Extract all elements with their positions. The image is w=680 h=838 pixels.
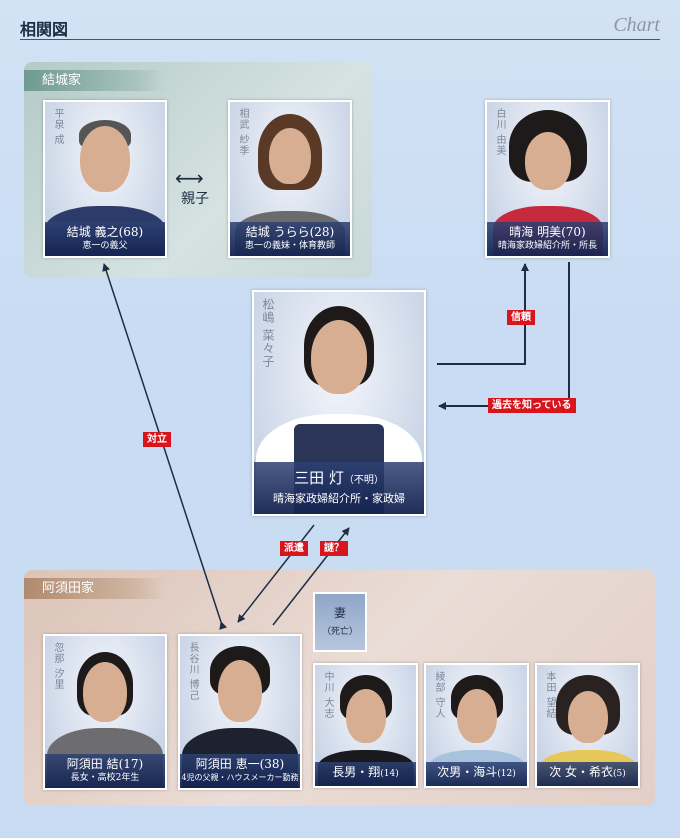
shinrai-tag: 信頼: [507, 310, 535, 325]
character-card-kaito[interactable]: 綾部 守人 次男・海斗(12): [424, 663, 529, 788]
caption: 三田 灯（不明） 晴海家政婦紹介所・家政婦: [254, 462, 424, 514]
double-arrow-icon: ⟷: [175, 166, 204, 190]
caption: 阿須田 結(17) 長女・高校2年生: [45, 754, 165, 788]
haken-tag: 派遣: [280, 541, 308, 556]
actor-name: 中川 大志: [322, 671, 333, 720]
actor-name: 本田 望結: [544, 671, 555, 720]
character-role: 長女・高校2年生: [70, 773, 140, 783]
haken-line: [237, 524, 315, 623]
character-name: 晴海 明美: [509, 225, 562, 239]
title-divider: [20, 39, 660, 40]
character-age: (14): [380, 769, 399, 779]
character-name: 結城 うらら: [245, 225, 310, 239]
wife-box: 妻 （死亡）: [313, 592, 367, 652]
character-card-keiichi[interactable]: 長谷川 博己 阿須田 恵一(38) 4児の父親・ハウスメーカー勤務: [178, 634, 302, 790]
character-age: (5): [613, 769, 626, 779]
character-name: 次男・海斗: [437, 765, 498, 779]
caption: 結城 うらら(28) 恵一の義妹・体育教師: [230, 222, 350, 256]
caption: 晴海 明美(70) 晴海家政婦紹介所・所長: [487, 222, 608, 256]
page-title: 相関図: [20, 20, 69, 39]
actor-name: 忽那 汐里: [52, 642, 63, 691]
actor-name: 松嶋 菜々子: [261, 298, 275, 368]
kako-tag: 過去を知っている: [488, 398, 576, 413]
shinrai-line: [437, 263, 529, 365]
character-name: 阿須田 恵一: [195, 757, 260, 771]
character-age: （不明）: [343, 475, 384, 486]
character-age: (28): [309, 225, 335, 239]
character-card-kii[interactable]: 本田 望結 次 女・希衣(5): [535, 663, 640, 788]
character-age: (12): [497, 769, 516, 779]
caption: 阿須田 恵一(38) 4児の父親・ハウスメーカー勤務: [180, 754, 300, 788]
actor-name: 白川 由美: [494, 108, 505, 157]
caption: 次男・海斗(12): [426, 762, 527, 786]
character-name: 次 女・希衣: [549, 765, 614, 779]
page-subtitle: Chart: [613, 14, 660, 36]
oyako-label: 親子: [181, 191, 209, 207]
character-name: 三田 灯: [294, 469, 344, 487]
character-role: 恵一の義妹・体育教師: [244, 241, 335, 251]
character-name: 結城 義之: [66, 225, 119, 239]
character-age: (70): [561, 225, 586, 239]
wife-note: （死亡）: [321, 627, 358, 637]
character-age: (17): [118, 757, 144, 771]
character-card-yoshiyuki[interactable]: 平泉 成 結城 義之(68) 恵一の義父: [43, 100, 167, 258]
kako-line: [438, 262, 570, 410]
wife-label: 妻: [333, 606, 346, 620]
actor-name: 相武 紗季: [237, 108, 248, 157]
character-card-yui[interactable]: 忽那 汐里 阿須田 結(17) 長女・高校2年生: [43, 634, 167, 790]
tairitsu-tag: 対立: [143, 432, 171, 447]
character-name: 長男・翔: [332, 765, 381, 779]
character-role: 恵一の義父: [82, 241, 128, 251]
actor-name: 長谷川 博己: [187, 642, 198, 702]
caption: 長男・翔(14): [315, 762, 416, 786]
actor-name: 綾部 守人: [433, 671, 444, 720]
character-role: 4児の父親・ハウスメーカー勤務: [181, 773, 299, 782]
nazo-tag: 謎？: [320, 541, 348, 556]
character-card-kakeru[interactable]: 中川 大志 長男・翔(14): [313, 663, 418, 788]
caption: 次 女・希衣(5): [537, 762, 638, 786]
character-role: 晴海家政婦紹介所・所長: [497, 241, 597, 251]
character-card-urara[interactable]: 相武 紗季 結城 うらら(28) 恵一の義妹・体育教師: [228, 100, 352, 258]
yuuki-family-label: 結城家: [24, 70, 165, 91]
character-card-akemi[interactable]: 白川 由美 晴海 明美(70) 晴海家政婦紹介所・所長: [485, 100, 610, 258]
character-role: 晴海家政婦紹介所・家政婦: [273, 492, 405, 505]
character-age: (38): [259, 757, 285, 771]
character-card-mita[interactable]: 松嶋 菜々子 三田 灯（不明） 晴海家政婦紹介所・家政婦: [252, 290, 426, 516]
character-name: 阿須田 結: [66, 757, 119, 771]
character-age: (68): [118, 225, 144, 239]
actor-name: 平泉 成: [52, 108, 63, 146]
caption: 結城 義之(68) 恵一の義父: [45, 222, 165, 256]
